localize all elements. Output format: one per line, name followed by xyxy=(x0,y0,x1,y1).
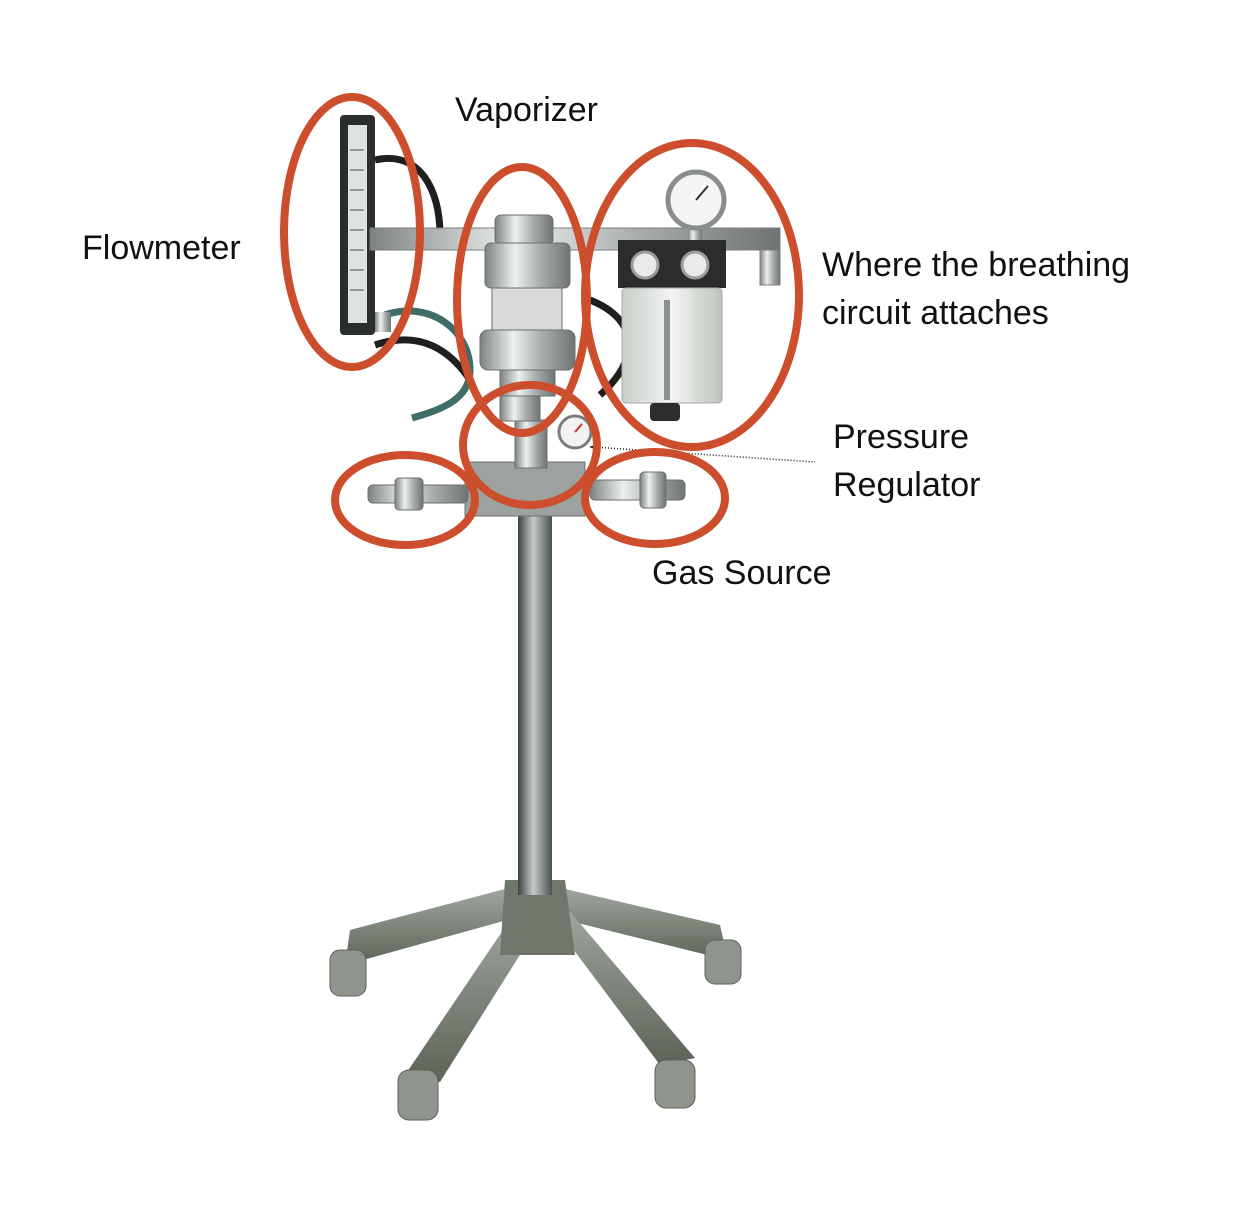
label-flowmeter: Flowmeter xyxy=(82,229,241,267)
label-pressure-regulator: Pressure Regulator xyxy=(833,413,980,509)
label-vaporizer: Vaporizer xyxy=(455,91,598,129)
base-leg-front-right xyxy=(540,900,695,1065)
caster-left xyxy=(329,949,367,997)
highlight-breathing-circuit xyxy=(581,139,803,451)
caster-front-right xyxy=(654,1059,696,1109)
pressure-pointer-line xyxy=(592,446,816,463)
gas-inlet-left xyxy=(367,477,469,511)
flowmeter-unit xyxy=(340,115,391,335)
label-breathing-circuit-line1: Where the breathing xyxy=(822,246,1131,284)
gas-inlet-right xyxy=(589,471,686,509)
base-leg-left xyxy=(345,885,525,965)
base-leg-right xyxy=(545,885,728,960)
highlight-gas-source-right xyxy=(581,448,729,548)
label-pressure-regulator-line1: Pressure xyxy=(833,418,970,456)
bar-end-fitting xyxy=(759,249,781,286)
valve-knob-left xyxy=(630,250,660,280)
highlight-gas-source-left xyxy=(331,451,479,549)
label-breathing-circuit-line2: circuit attaches xyxy=(822,294,1049,332)
label-pressure-regulator-line2: Regulator xyxy=(833,466,981,504)
highlight-pressure-regulator xyxy=(459,381,601,509)
valve-knob-right xyxy=(680,250,710,280)
highlight-flowmeter xyxy=(280,93,424,371)
label-gas-source: Gas Source xyxy=(652,554,832,592)
stand-pole xyxy=(518,510,552,895)
hose-black-top xyxy=(374,155,444,236)
breathing-circuit-unit xyxy=(618,169,727,421)
base-hub xyxy=(500,880,575,955)
caster-right xyxy=(704,939,742,985)
caster-front-left xyxy=(397,1069,439,1121)
absorber-canister xyxy=(621,287,723,404)
label-breathing-circuit: Where the breathing circuit attaches xyxy=(822,241,1130,337)
stand-base xyxy=(329,880,742,1121)
pressure-regulator xyxy=(499,394,593,469)
